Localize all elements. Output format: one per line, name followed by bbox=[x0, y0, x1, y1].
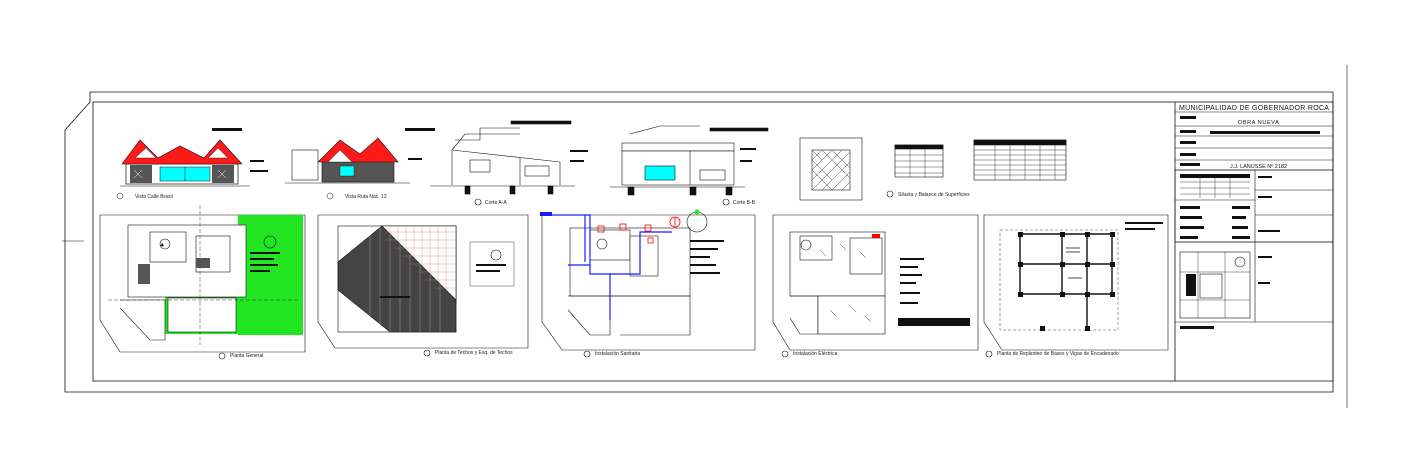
label-plan-foundation: Planta de Replanteo de Bases y Vigas de … bbox=[997, 351, 1119, 357]
section-a bbox=[430, 120, 588, 206]
plan-roof bbox=[317, 214, 529, 357]
municipality-name: MUNICIPALIDAD DE GOBERNADOR ROCA bbox=[1179, 105, 1329, 112]
label-plan-general: Planta General bbox=[230, 353, 263, 359]
project-address: J.J. LANUSSE Nº 2182 bbox=[1230, 163, 1287, 170]
project-type: OBRA NUEVA bbox=[1238, 120, 1279, 126]
silhouette-diagram bbox=[799, 137, 1067, 201]
elevation-front: Vista Calle Brasil bbox=[116, 128, 268, 200]
plan-sanitary bbox=[540, 209, 756, 358]
label-section-a: Corte A-A bbox=[485, 200, 507, 206]
label-plan-sanitary: Instalación Sanitaria bbox=[595, 351, 640, 357]
section-b bbox=[610, 125, 769, 206]
label-plan-roof: Planta de Techos y Esq. de Techos bbox=[435, 350, 513, 356]
elevation-side: Vista Ruta Nac. 12 bbox=[285, 128, 435, 200]
svg-text:▲: ▲ bbox=[160, 242, 164, 247]
label-view-front: Vista Calle Brasil bbox=[135, 194, 173, 200]
title-block bbox=[1174, 111, 1334, 329]
label-section-b: Corte B-B bbox=[733, 200, 756, 206]
sheet-frame bbox=[62, 65, 1348, 408]
label-view-side: Vista Ruta Nac. 12 bbox=[345, 194, 387, 200]
label-plan-electric: Instalación Eléctrica bbox=[793, 351, 838, 357]
plan-general: ▲ bbox=[99, 205, 306, 360]
label-silhouette: Silueta y Balance de Superficies bbox=[898, 192, 970, 198]
plan-electric bbox=[772, 214, 979, 358]
plan-foundation bbox=[983, 214, 1169, 358]
